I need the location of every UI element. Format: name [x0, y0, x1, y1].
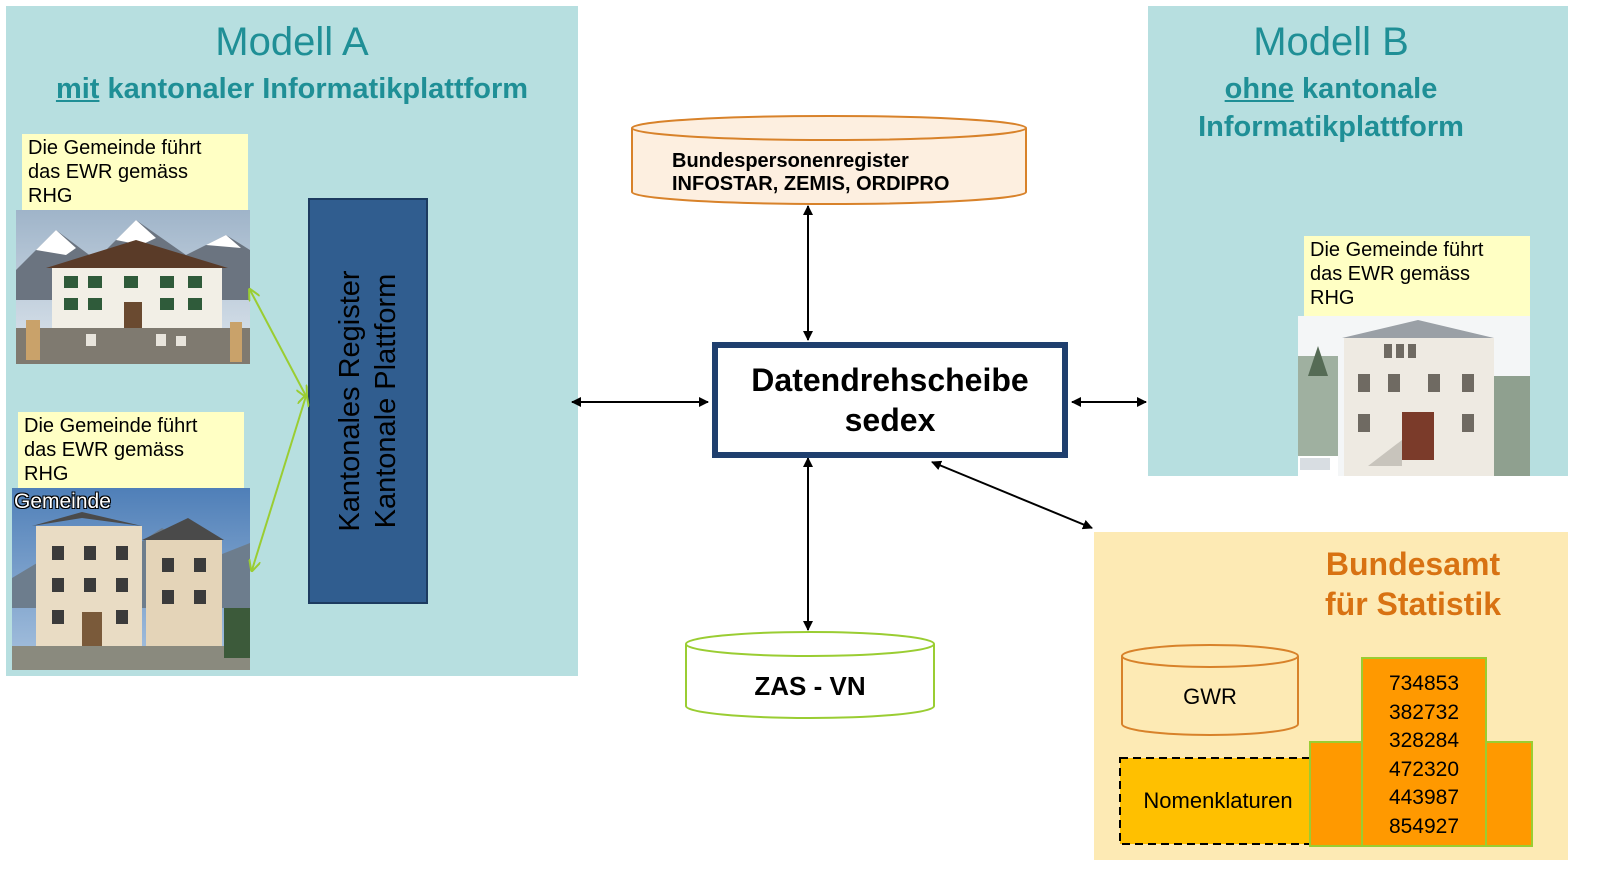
model-a-subtitle-rest: kantonaler Informatikplattform — [99, 73, 529, 105]
statistic-value: 328284 — [1388, 729, 1460, 752]
municipality-photo-b — [1298, 316, 1530, 476]
municipality-note-1: Die Gemeinde führt das EWR gemäss RHG — [22, 134, 248, 212]
nomenclature-box — [1119, 757, 1317, 845]
model-b-subtitle-keyword: ohne — [1224, 73, 1294, 105]
green-link-1 — [250, 290, 306, 396]
note-line: Die Gemeinde führt — [1310, 239, 1484, 261]
municipality-note-b: Die Gemeinde führt das EWR gemäss RHG — [1304, 236, 1530, 316]
cantonal-register-box: Kantonales Register Kantonale Plattform — [308, 198, 428, 604]
note-line: Die Gemeinde führt — [28, 137, 202, 159]
gwr-cylinder — [1121, 644, 1299, 736]
stats-block-right — [1483, 741, 1533, 847]
statistics-numbers: 734853 382732 328284 472320 443987 85492… — [1362, 670, 1486, 841]
note-line: das EWR gemäss — [28, 161, 189, 183]
model-b-subtitle-line2: Informatikplattform — [1198, 111, 1464, 143]
note-line: RHG — [1310, 287, 1355, 309]
model-b-title: Modell B — [1253, 20, 1409, 64]
model-b-subtitle: ohne kantonale — [1148, 70, 1514, 108]
municipality-photo-1 — [16, 210, 250, 364]
note-line: RHG — [24, 463, 69, 485]
stats-block-center — [1361, 657, 1487, 847]
arrow-hub-bfs — [931, 460, 1093, 530]
federal-registers-line1: Bundespersonenregister — [672, 150, 909, 172]
note-line: RHG — [28, 185, 73, 207]
bfs-title-line1: Bundesamt — [1325, 546, 1501, 582]
note-line: das EWR gemäss — [1310, 263, 1471, 285]
bfs-title-line2: für Statistik — [1324, 586, 1502, 622]
model-a-title: Modell A — [215, 20, 369, 64]
note-line: das EWR gemäss — [24, 439, 185, 461]
federal-registers-line2: INFOSTAR, ZEMIS, ORDIPRO — [672, 173, 950, 195]
hub-line1: Datendrehscheibe — [751, 362, 1029, 398]
model-a-header: Modell A mit kantonaler Informatikplattf… — [6, 20, 578, 108]
sedex-hub: Datendrehscheibe sedex — [712, 342, 1068, 458]
statistic-value: 734853 — [1388, 672, 1460, 695]
municipality-note-2: Die Gemeinde führt das EWR gemäss RHG — [18, 412, 244, 490]
zas-label: ZAS - VN — [754, 671, 866, 701]
bfs-title: Bundesamt für Statistik — [1300, 544, 1526, 624]
stats-block-left — [1309, 741, 1365, 847]
photo-caption: Gemeinde — [14, 490, 111, 513]
model-a-subtitle: mit kantonaler Informatikplattform — [6, 70, 578, 108]
model-b-subtitle-rest: kantonale — [1293, 73, 1438, 105]
statistic-value: 382732 — [1388, 700, 1460, 724]
model-a-subtitle-keyword: mit — [55, 73, 100, 105]
green-link-2 — [252, 396, 306, 570]
statistic-value: 472320 — [1388, 757, 1460, 781]
federal-registers-cylinder — [631, 115, 1027, 205]
hub-line2: sedex — [844, 402, 936, 438]
federal-registers-label: Bundespersonenregister INFOSTAR, ZEMIS, … — [632, 150, 1026, 196]
statistic-value: 443987 — [1388, 786, 1460, 809]
statistic-value: 854927 — [1388, 814, 1460, 838]
note-line: Die Gemeinde führt — [24, 415, 198, 437]
zas-cylinder — [685, 631, 935, 719]
nomenclature-label: Nomenklaturen — [1143, 788, 1293, 813]
model-b-header: Modell B ohne kantonale Informatikplattf… — [1148, 20, 1514, 146]
gwr-label: GWR — [1183, 684, 1237, 709]
municipality-photo-2: Gemeinde — [12, 488, 250, 670]
